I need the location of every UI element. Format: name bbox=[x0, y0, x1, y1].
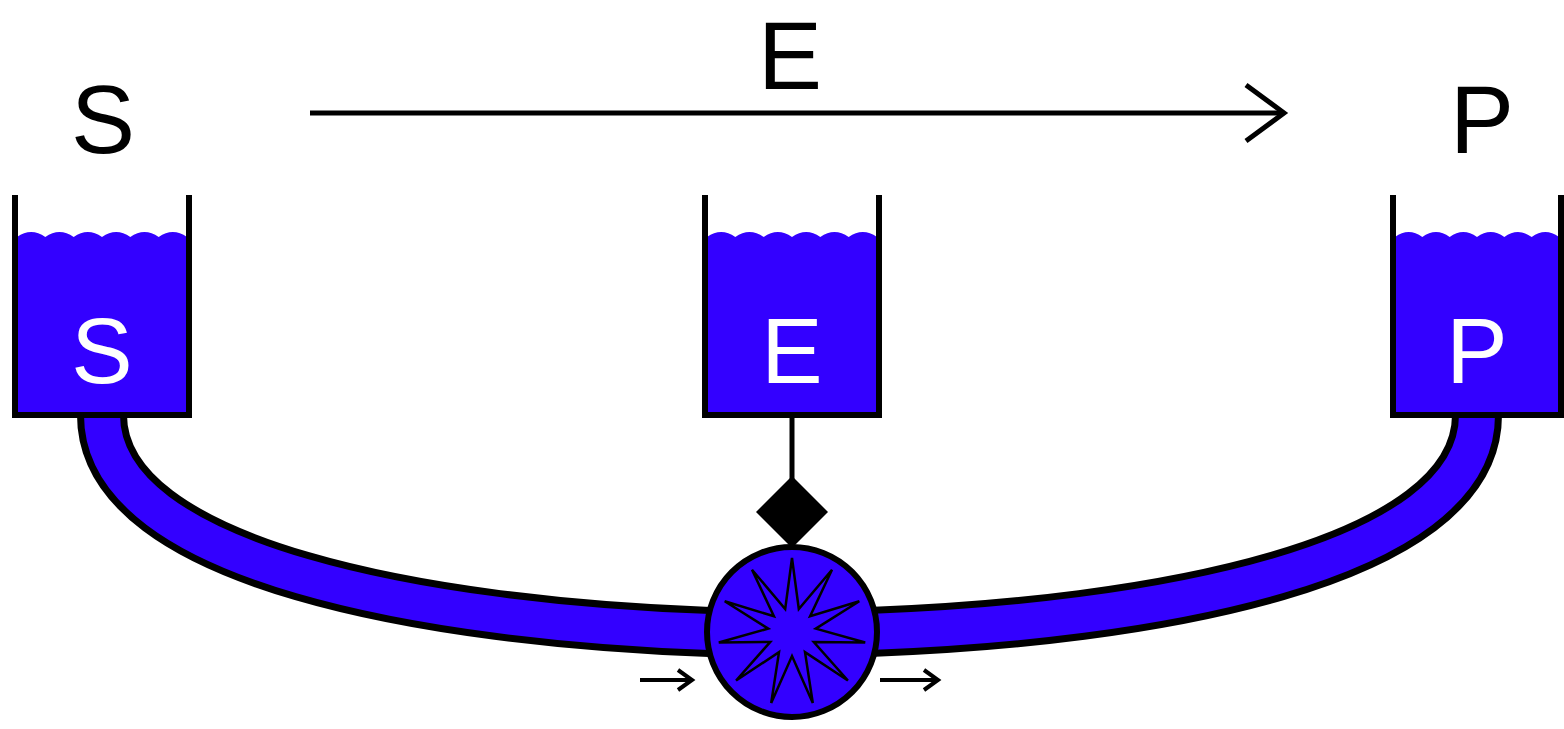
species-label: P bbox=[1450, 72, 1514, 168]
tank-label: E bbox=[702, 305, 882, 397]
reaction-arrowhead bbox=[1246, 85, 1284, 141]
tank: E bbox=[702, 195, 882, 418]
tank: P bbox=[1390, 195, 1564, 418]
tank-label: P bbox=[1390, 305, 1564, 397]
tank: S bbox=[12, 195, 192, 418]
tank-label: S bbox=[12, 305, 192, 397]
flow-arrow bbox=[880, 678, 936, 682]
pump-wheel bbox=[707, 547, 877, 717]
flow-arrowhead bbox=[678, 670, 692, 690]
species-label: E bbox=[758, 8, 822, 104]
flow-arrow bbox=[640, 678, 690, 682]
control-diamond bbox=[756, 476, 828, 548]
pump-star bbox=[719, 558, 865, 703]
flow-arrowhead bbox=[924, 670, 938, 690]
control-line bbox=[790, 418, 795, 480]
reaction-arrow bbox=[310, 111, 1282, 116]
species-label: S bbox=[71, 72, 135, 168]
